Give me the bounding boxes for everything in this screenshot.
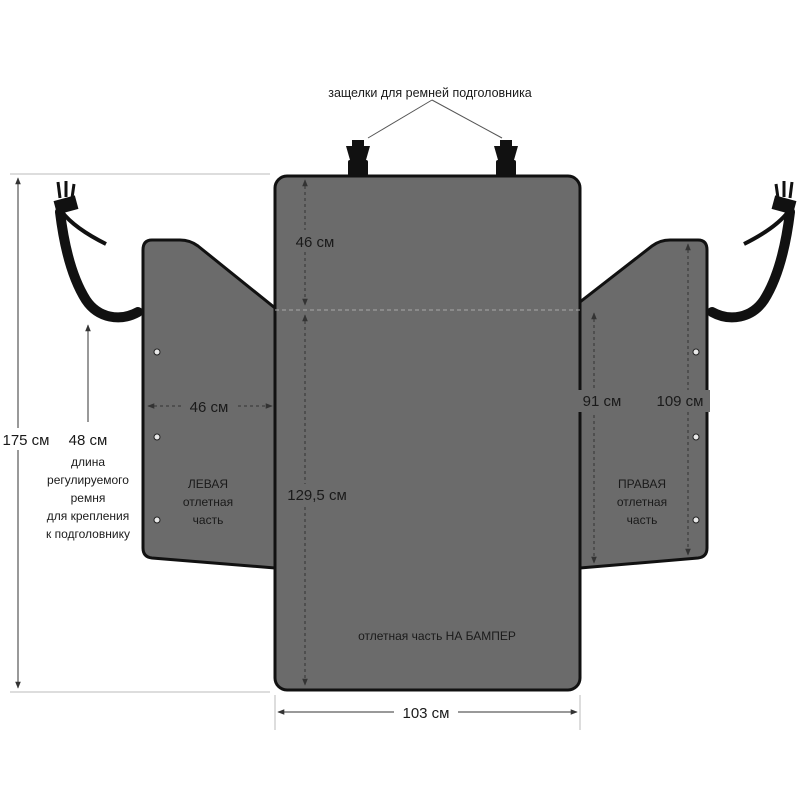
main-panel [273, 174, 582, 692]
right-headrest-strap [707, 181, 797, 323]
top-height-label: 46 см [296, 234, 335, 251]
right-inner-height-label: 91 см [583, 393, 622, 410]
right-flap-label-2: отлетная [617, 495, 667, 509]
strap-caption-line-1: длина [71, 455, 105, 469]
main-length-label: 129,5 см [287, 487, 347, 504]
grommets [153, 348, 700, 524]
side-flap-width-label: 46 см [190, 399, 229, 416]
strap-length-label: 48 см [69, 432, 108, 449]
left-flap-label-1: ЛЕВАЯ [188, 477, 228, 491]
headrest-clip-left [346, 140, 370, 176]
strap-caption-line-3: ремня [71, 491, 106, 505]
strap-caption-line-4: для крепления [47, 509, 129, 523]
right-flap-label-3: часть [627, 513, 658, 527]
right-flap [578, 238, 709, 570]
total-height-label: 175 см [2, 432, 49, 449]
width-label: 103 см [402, 705, 449, 722]
bumper-flap-label: отлетная часть НА БАМПЕР [358, 629, 516, 643]
headrest-clip-right [494, 140, 518, 176]
right-flap-label-1: ПРАВАЯ [618, 477, 666, 491]
mat-body [141, 174, 709, 692]
left-flap-label-2: отлетная [183, 495, 233, 509]
right-outer-height-label: 109 см [656, 393, 703, 410]
left-headrest-strap [53, 181, 143, 323]
headrest-clips-label: защелки для ремней подголовника [328, 86, 532, 100]
left-flap-label-3: часть [193, 513, 224, 527]
strap-caption-line-5: к подголовнику [46, 527, 130, 541]
strap-caption-line-2: регулируемого [47, 473, 129, 487]
